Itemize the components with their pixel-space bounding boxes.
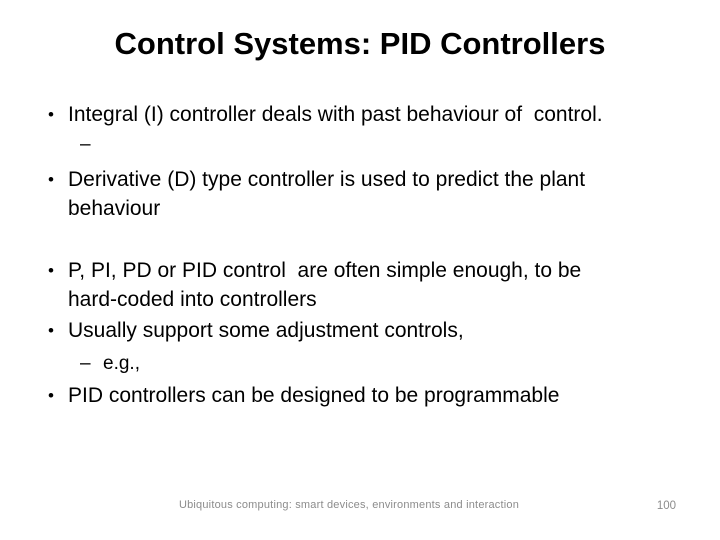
bullet-text: Usually support some adjustment controls… xyxy=(68,319,464,342)
dash-marker-icon: – xyxy=(80,134,91,155)
bullet-marker-icon: • xyxy=(48,261,54,280)
sub-bullet-text: e.g., xyxy=(103,353,140,374)
page-number: 100 xyxy=(656,500,676,512)
slide-body: • Integral (I) controller deals with pas… xyxy=(48,100,708,410)
slide-title: Control Systems: PID Controllers xyxy=(114,26,606,61)
bullet-item-pid-control: • P, PI, PD or PID control are often sim… xyxy=(48,256,708,314)
sub-bullet-item-eg: – e.g., xyxy=(80,349,708,378)
bullet-marker-icon: • xyxy=(48,386,54,405)
footer-course-title: Ubiquitous computing: smart devices, env… xyxy=(178,499,520,511)
bullet-item-programmable: • PID controllers can be designed to be … xyxy=(48,381,708,410)
sub-bullet-item-empty: – xyxy=(80,130,708,159)
bullet-marker-icon: • xyxy=(48,170,54,189)
bullet-text: PID controllers can be designed to be pr… xyxy=(68,384,560,407)
bullet-item-adjustment: • Usually support some adjustment contro… xyxy=(48,316,708,345)
dash-marker-icon: – xyxy=(80,353,91,374)
bullet-text: Integral (I) controller deals with past … xyxy=(68,103,603,126)
bullet-item-derivative: • Derivative (D) type controller is used… xyxy=(48,165,708,223)
bullet-marker-icon: • xyxy=(48,321,54,340)
bullet-text: P, PI, PD or PID control are often simpl… xyxy=(68,259,582,311)
bullet-text: Derivative (D) type controller is used t… xyxy=(68,168,586,220)
bullet-item-integral: • Integral (I) controller deals with pas… xyxy=(48,100,708,129)
bullet-marker-icon: • xyxy=(48,105,54,124)
